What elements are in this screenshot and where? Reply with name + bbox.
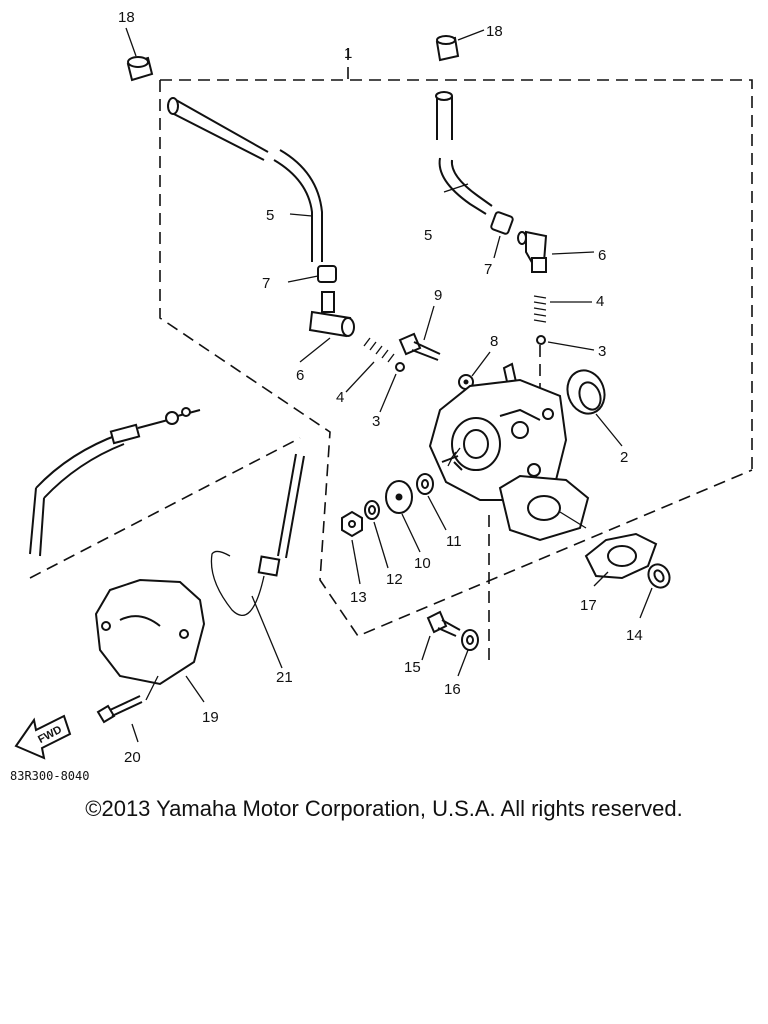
callout-7-left: 7 bbox=[262, 275, 270, 292]
hose-clamp-right bbox=[490, 211, 514, 259]
figure-code: 83R300-8040 bbox=[10, 769, 89, 780]
oil-hose-left bbox=[167, 97, 323, 262]
callout-9: 9 bbox=[434, 287, 442, 304]
callout-16: 16 bbox=[444, 681, 461, 698]
o-ring bbox=[639, 563, 671, 619]
callout-11: 11 bbox=[446, 533, 462, 550]
forward-arrow-icon: FWD bbox=[14, 714, 72, 760]
callout-3-left: 3 bbox=[372, 413, 380, 430]
callout-10: 10 bbox=[414, 555, 431, 572]
callout-14: 14 bbox=[626, 627, 643, 644]
callout-6-left: 6 bbox=[296, 367, 304, 384]
callout-2: 2 bbox=[620, 449, 628, 466]
nut-13 bbox=[341, 510, 363, 585]
elbow-fitting-right bbox=[517, 230, 595, 273]
hose-clamp-left bbox=[287, 265, 337, 283]
callout-17: 17 bbox=[580, 597, 597, 614]
throttle-cable bbox=[29, 407, 201, 557]
pulley-10 bbox=[385, 480, 421, 553]
hose-cap-left bbox=[125, 27, 154, 82]
callout-13: 13 bbox=[350, 589, 367, 606]
callout-1: 1 bbox=[344, 45, 352, 62]
spring-right bbox=[533, 295, 592, 323]
washer-16 bbox=[457, 629, 479, 677]
oil-hose-right bbox=[435, 91, 493, 215]
callout-19: 19 bbox=[202, 709, 219, 726]
callout-4-right: 4 bbox=[596, 293, 604, 310]
callout-12: 12 bbox=[386, 571, 403, 588]
oil-pump-body bbox=[428, 378, 590, 542]
callouts: 18 18 1 5 5 7 6 7 9 4 8 3 6 4 3 2 11 10 … bbox=[118, 9, 643, 766]
check-ball-left bbox=[379, 362, 405, 413]
callout-15: 15 bbox=[404, 659, 421, 676]
callout-5-left: 5 bbox=[266, 207, 274, 224]
banjo-bolt bbox=[398, 305, 441, 361]
callout-4-left: 4 bbox=[336, 389, 344, 406]
spring-left bbox=[345, 337, 395, 393]
parts-diagram: FWD 18 18 1 5 5 7 6 7 9 4 8 3 6 4 3 2 11… bbox=[10, 9, 753, 780]
callout-6-right: 6 bbox=[598, 247, 606, 264]
callout-18-right: 18 bbox=[486, 23, 503, 40]
pump-cover bbox=[94, 578, 206, 703]
callout-21: 21 bbox=[276, 669, 293, 686]
hose-cap-right bbox=[435, 29, 485, 62]
callout-7-right: 7 bbox=[484, 261, 492, 278]
callout-8: 8 bbox=[490, 333, 498, 350]
bolt-15 bbox=[421, 610, 461, 661]
check-ball-right bbox=[536, 335, 595, 351]
callout-18-left: 18 bbox=[118, 9, 135, 26]
cover-screw bbox=[96, 675, 159, 743]
elbow-fitting-left bbox=[299, 291, 355, 363]
copyright-notice: ©2013 Yamaha Motor Corporation, U.S.A. A… bbox=[85, 796, 683, 821]
callout-20: 20 bbox=[124, 749, 141, 766]
oil-seal bbox=[566, 369, 623, 447]
gasket bbox=[559, 511, 658, 587]
washer-12 bbox=[364, 500, 389, 569]
washer-11 bbox=[416, 473, 447, 531]
callout-5-right: 5 bbox=[424, 227, 432, 244]
callout-3-right: 3 bbox=[598, 343, 606, 360]
pump-control-cable bbox=[210, 453, 305, 669]
